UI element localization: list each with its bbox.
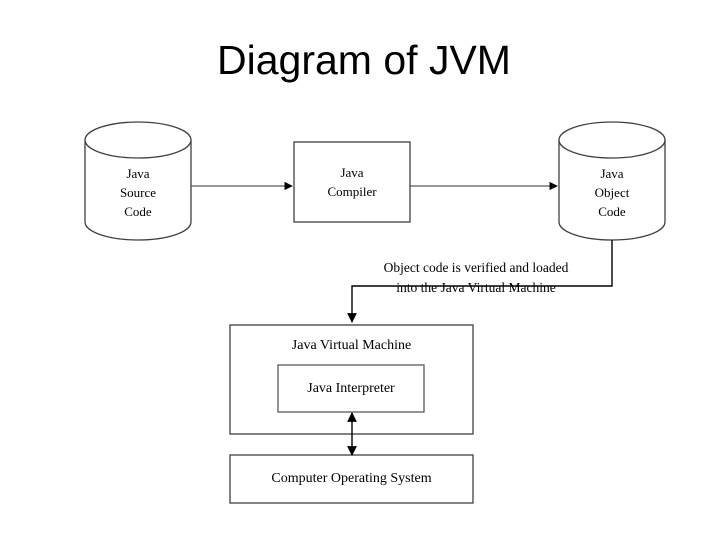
node-object-code-shape (558, 121, 666, 241)
node-source-code-shape (84, 121, 192, 241)
node-interpreter-shape (277, 364, 425, 413)
edge-object-to-jvm (347, 240, 613, 323)
node-compiler-shape (293, 141, 411, 223)
node-operating-system-shape (229, 454, 474, 504)
page-title: Diagram of JVM (217, 37, 511, 83)
